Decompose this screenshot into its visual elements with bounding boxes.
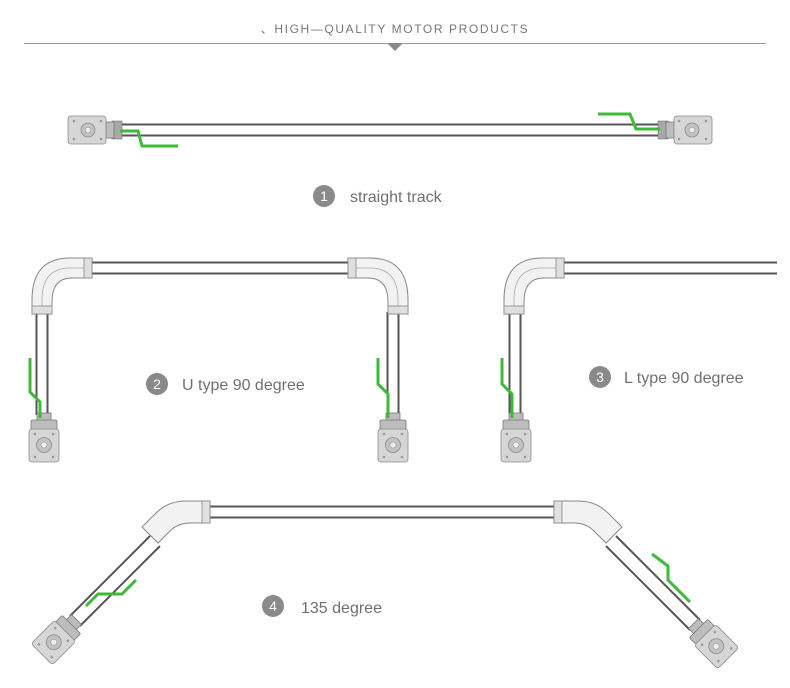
bend-left bbox=[141, 500, 211, 544]
l-type-track bbox=[500, 257, 777, 463]
straight-track bbox=[67, 112, 713, 148]
badge-number: 3 bbox=[596, 369, 604, 385]
label-3: 3 L type 90 degree bbox=[589, 366, 744, 388]
motor bbox=[500, 412, 532, 463]
track-label: 135 degree bbox=[301, 600, 382, 617]
motor-left bbox=[30, 608, 88, 666]
power-wire bbox=[84, 578, 138, 608]
track-label: L type 90 degree bbox=[624, 370, 744, 387]
header-divider bbox=[24, 43, 766, 51]
power-wire bbox=[500, 358, 514, 418]
bend-right bbox=[553, 500, 623, 544]
power-wire bbox=[598, 112, 660, 131]
power-wire bbox=[28, 358, 42, 418]
u-type-track bbox=[28, 257, 409, 463]
number-badge bbox=[262, 595, 284, 617]
motor-right bbox=[377, 412, 409, 463]
badge-number: 2 bbox=[153, 376, 161, 392]
power-wire bbox=[651, 552, 692, 604]
badge-number: 1 bbox=[320, 188, 328, 204]
number-badge bbox=[313, 185, 335, 207]
power-wire bbox=[120, 129, 178, 148]
track-label: U type 90 degree bbox=[182, 377, 305, 394]
motor-right bbox=[665, 115, 713, 145]
label-2: 2 U type 90 degree bbox=[146, 373, 305, 395]
number-badge bbox=[146, 373, 168, 395]
motor-right bbox=[682, 612, 740, 670]
track-label: straight track bbox=[350, 189, 443, 206]
track-135-degree bbox=[30, 500, 740, 670]
motor-left bbox=[67, 115, 115, 145]
power-wire bbox=[376, 358, 390, 418]
label-1: 1 straight track bbox=[313, 185, 443, 207]
label-4: 4 135 degree bbox=[262, 595, 382, 617]
badge-number: 4 bbox=[269, 598, 277, 614]
motor-left bbox=[28, 412, 60, 463]
header-title: 、HIGH—QUALITY MOTOR PRODUCTS bbox=[260, 22, 530, 36]
number-badge bbox=[589, 366, 611, 388]
